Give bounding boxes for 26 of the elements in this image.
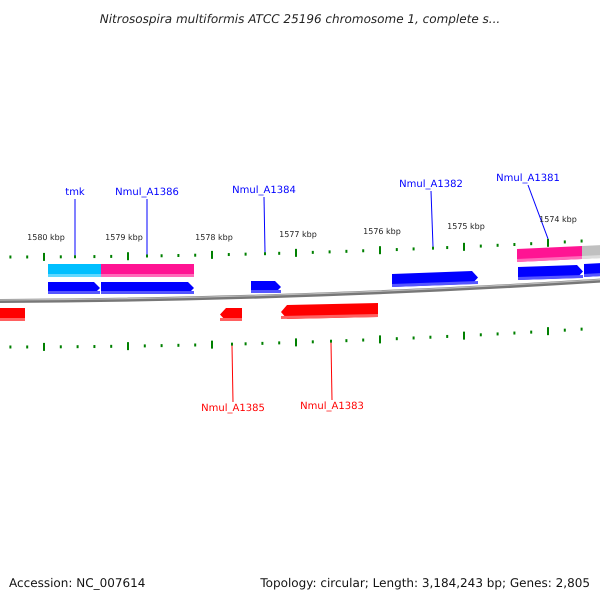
gene-label: Nmul_A1382	[399, 178, 463, 191]
leader-line	[146, 198, 148, 255]
scale-label: 1578 kbp	[195, 233, 233, 243]
gene-label: tmk	[65, 186, 85, 199]
gene-label: Nmul_A1386	[115, 186, 179, 199]
leader-line	[330, 342, 332, 400]
leader-line	[528, 184, 548, 240]
gene-label: Nmul_A1384	[232, 184, 296, 197]
gene-label: Nmul_A1385	[201, 402, 265, 415]
leader-line	[430, 190, 434, 248]
tick-mark	[330, 340, 332, 343]
tick-mark	[74, 255, 76, 258]
tick-mark	[432, 246, 434, 250]
tick-mark	[264, 252, 266, 256]
leader-line	[264, 196, 266, 253]
gene-label: Nmul_A1383	[300, 400, 364, 413]
tick-mark	[547, 238, 549, 247]
accession-text: Accession: NC_007614	[9, 575, 146, 592]
leader-line	[74, 198, 76, 256]
tick-mark	[231, 342, 233, 346]
genome-info-text: Topology: circular; Length: 3,184,243 bp; Genes: 2,805	[260, 575, 590, 592]
gene-label: Nmul_A1381	[496, 172, 560, 185]
leader-line	[232, 345, 234, 402]
tick-mark	[146, 254, 148, 258]
scale-label: 1576 kbp	[363, 227, 401, 237]
title: Nitrosospira multiformis ATCC 25196 chromosome 1, complete s...	[98, 11, 502, 28]
